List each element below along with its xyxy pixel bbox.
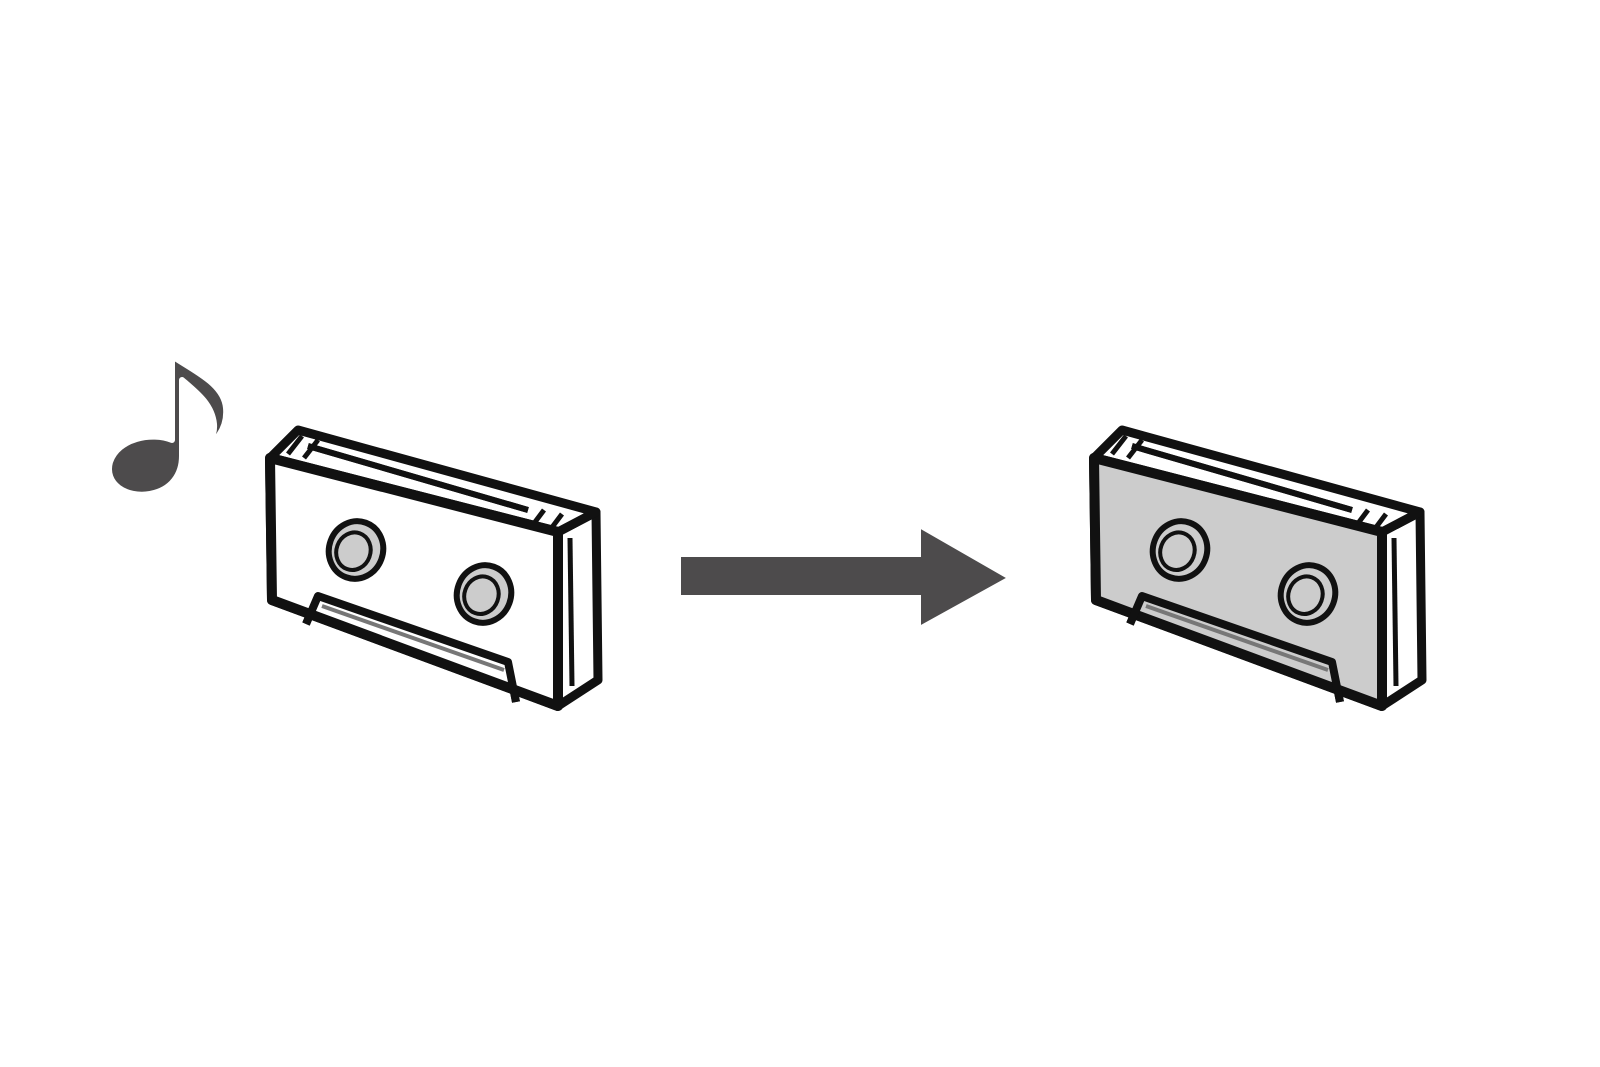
tape2-cassette-icon [1089, 430, 1422, 711]
diagram-title: Dubbing from TAPE 1 to TAPE 2 [53, 122, 1288, 204]
tape1-cassette-icon [265, 430, 598, 711]
tape2-label: TAPE2 [1066, 782, 1351, 889]
tape1-label: TAPE1 [242, 787, 527, 894]
diagram-panel: Dubbing from TAPE 1 to TAPE 2 TAPE1 TAPE… [11, 95, 1589, 976]
music-note-icon [106, 353, 230, 498]
arrow-right-icon [675, 518, 1019, 636]
